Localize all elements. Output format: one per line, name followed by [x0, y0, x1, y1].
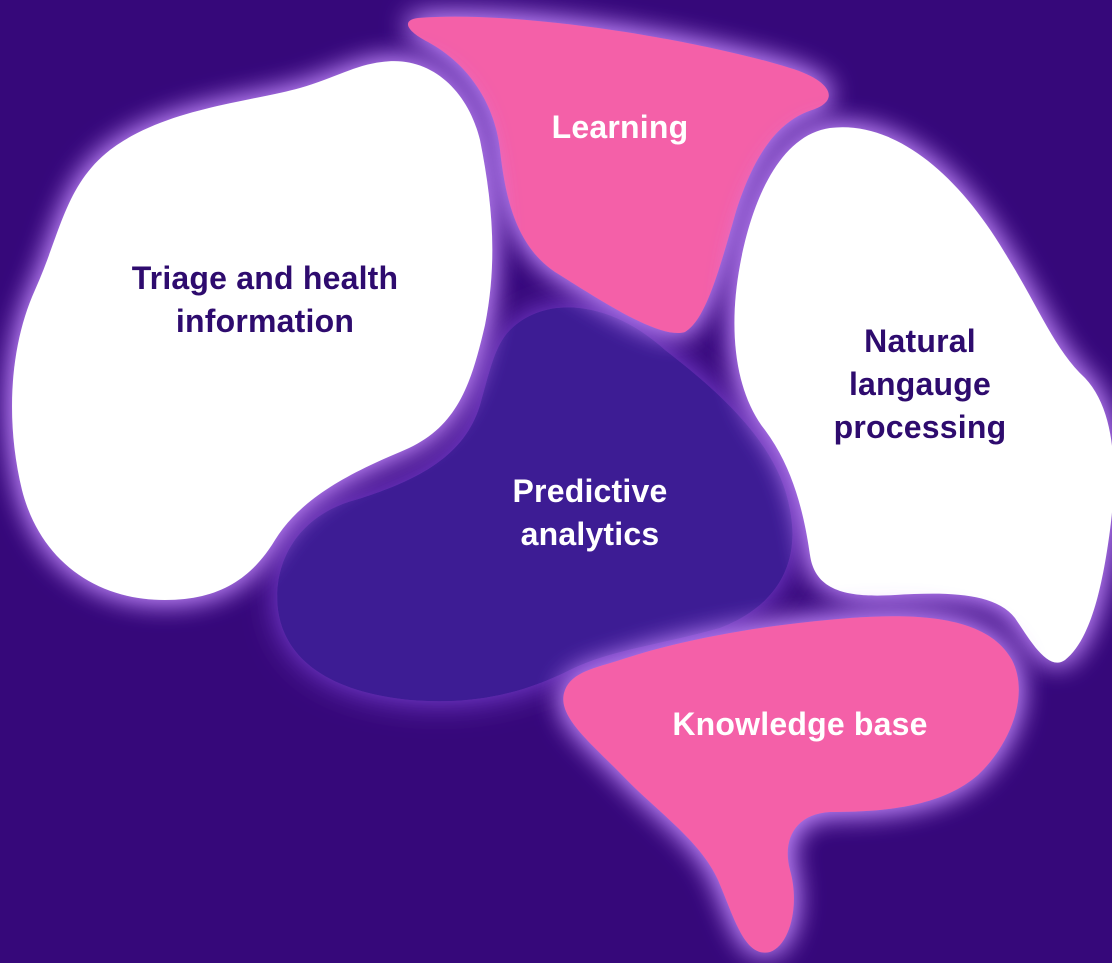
- triage-region: [12, 61, 493, 601]
- learning-region: [407, 16, 829, 334]
- knowledge-base-region: [563, 616, 1019, 953]
- triage-label: Triage and health information: [131, 260, 399, 339]
- predictive-analytics-region: [277, 307, 793, 702]
- nlp-label: Natural langauge processing: [833, 323, 1007, 445]
- knowledge-base-label: Knowledge base: [672, 706, 928, 742]
- learning-label: Learning: [551, 109, 689, 145]
- nlp-region: [734, 127, 1112, 663]
- predictive-analytics-label: Predictive analytics: [512, 473, 668, 552]
